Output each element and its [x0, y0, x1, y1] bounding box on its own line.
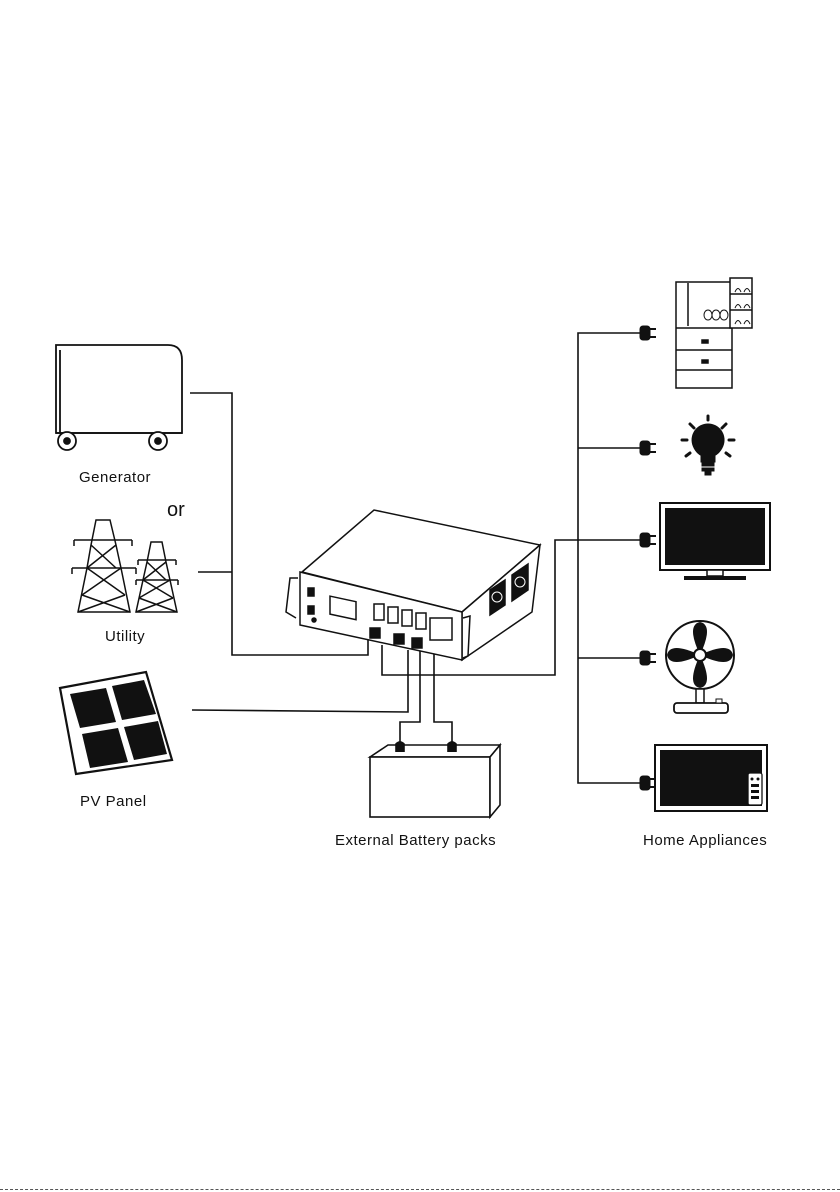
battery-icon	[370, 742, 500, 817]
external-battery-label: External Battery packs	[335, 832, 496, 849]
refrigerator-icon	[676, 278, 752, 388]
pv-panel-icon	[60, 672, 172, 774]
utility-label: Utility	[105, 628, 145, 645]
plug-icon	[640, 326, 656, 340]
television-icon	[660, 503, 770, 580]
plug-icon	[640, 533, 656, 547]
inverter-icon	[286, 510, 540, 660]
plug-icons	[640, 326, 656, 790]
utility-tower-icon	[72, 520, 178, 612]
remote-control-icon	[748, 773, 762, 805]
wire-battery-left	[400, 650, 420, 745]
pv-panel-label: PV Panel	[80, 793, 147, 810]
plug-icon	[640, 441, 656, 455]
wire-battery-right	[434, 650, 452, 745]
fan-icon	[666, 621, 734, 713]
light-bulb-icon	[682, 416, 734, 475]
page-bottom-rule	[0, 1189, 840, 1190]
wire-pv	[192, 650, 408, 712]
home-appliances-label: Home Appliances	[643, 832, 767, 849]
or-label: or	[167, 499, 185, 522]
plug-icon	[640, 776, 656, 790]
generator-label: Generator	[79, 469, 151, 486]
plug-icon	[640, 651, 656, 665]
smart-tv-icon	[655, 745, 767, 811]
wire-load-bus	[578, 333, 640, 783]
generator-icon	[56, 345, 182, 450]
